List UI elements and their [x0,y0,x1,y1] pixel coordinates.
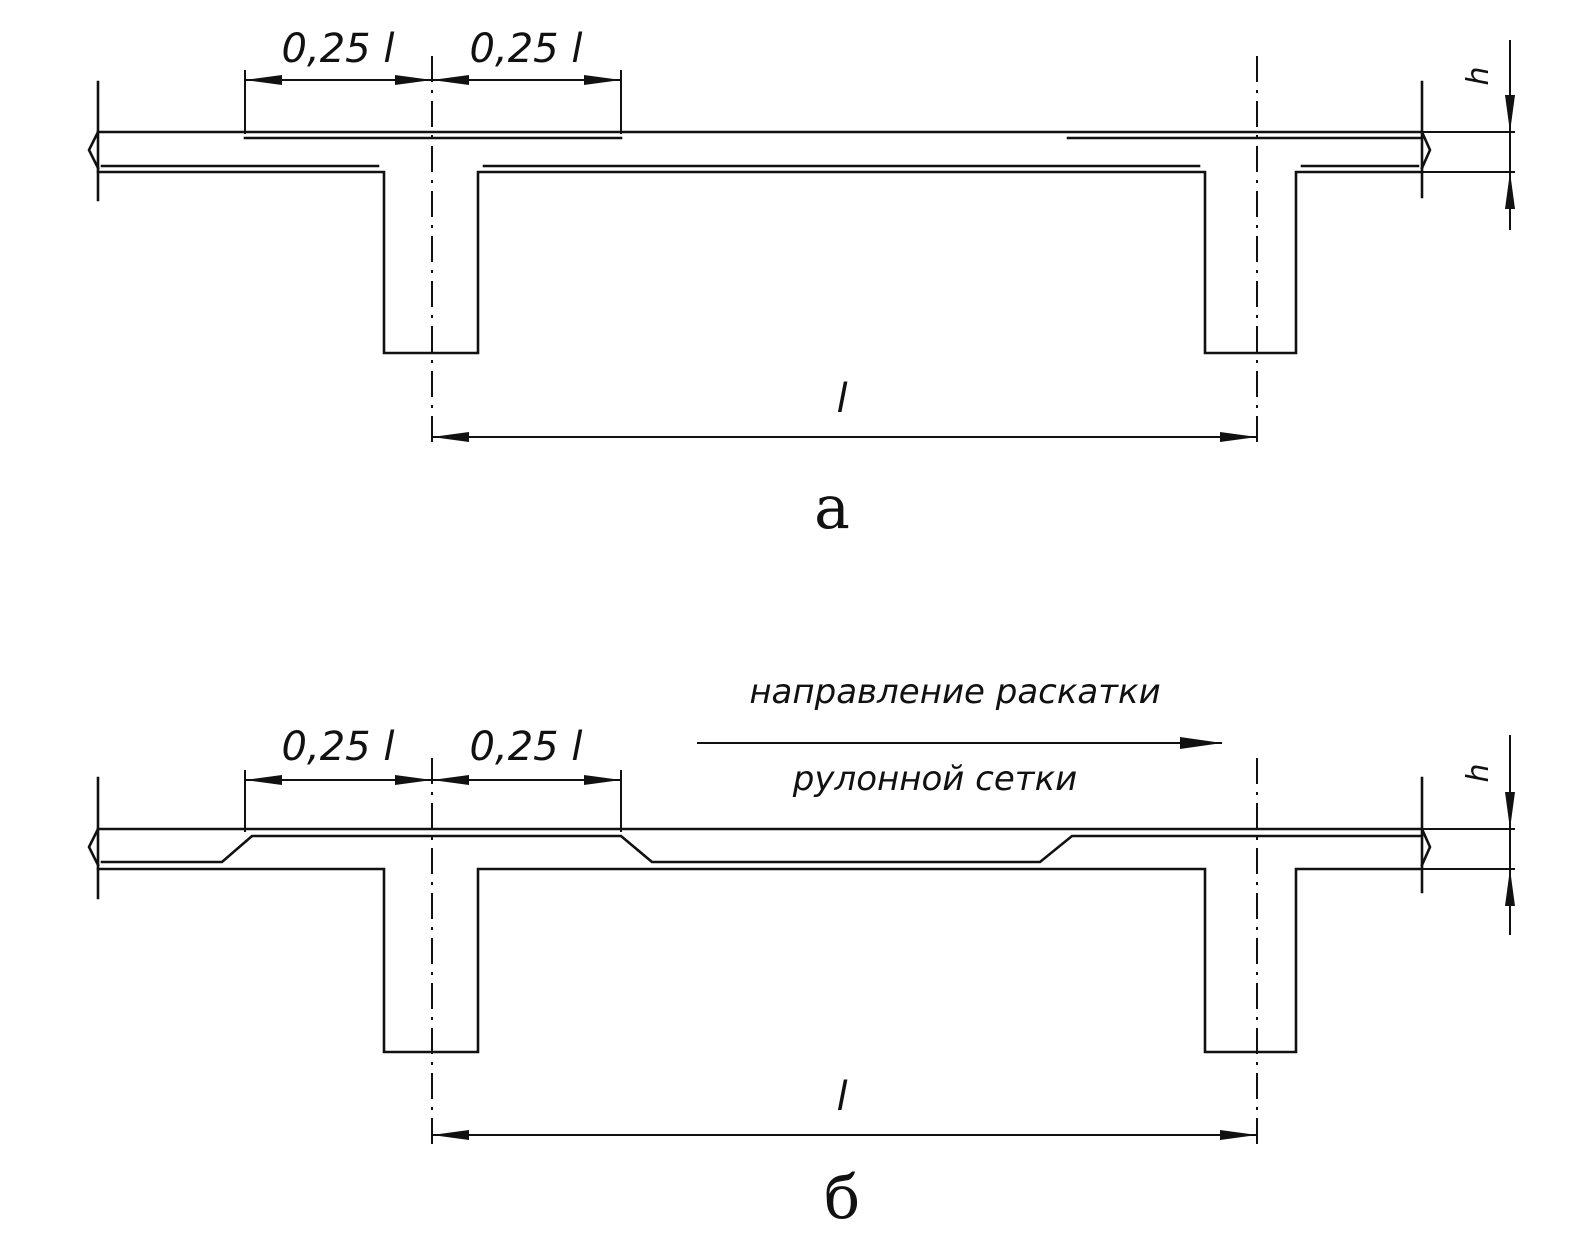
dim-label-right-b: 0,25 l [470,724,583,770]
dimension-span-a: l [432,376,1257,442]
direction-note-line1: направление раскатки [749,672,1160,712]
slab-outline-a [87,80,1515,355]
dimension-h-b: h [1461,735,1515,935]
dimension-025l-b: 0,25 l 0,25 l [244,724,622,832]
diagram-b: 0,25 l 0,25 l направление раскатки рулон… [87,672,1515,1233]
reinforcement-b [100,834,1424,864]
thickness-label-a: h [1461,66,1496,85]
dim-label-left-b: 0,25 l [282,724,395,770]
direction-note-line2: рулонной сетки [792,759,1077,799]
thickness-label-b: h [1461,763,1496,782]
dimension-span-b: l [432,1074,1257,1140]
dimension-h-a: h [1461,40,1515,230]
dimension-025l-a: 0,25 l 0,25 l [244,26,622,134]
dim-label-right-a: 0,25 l [470,26,583,72]
slab-outline-b [87,776,1515,1054]
span-label-a: l [836,376,847,422]
diagram-a: 0,25 l 0,25 l l h а [87,26,1515,543]
caption-b: б [824,1163,860,1233]
caption-a: а [814,473,850,543]
direction-note: направление раскатки рулонной сетки [697,672,1222,799]
span-label-b: l [836,1074,847,1120]
dim-label-left-a: 0,25 l [282,26,395,72]
reinforcement-a [100,136,1424,168]
direction-arrow-head [1180,737,1222,749]
